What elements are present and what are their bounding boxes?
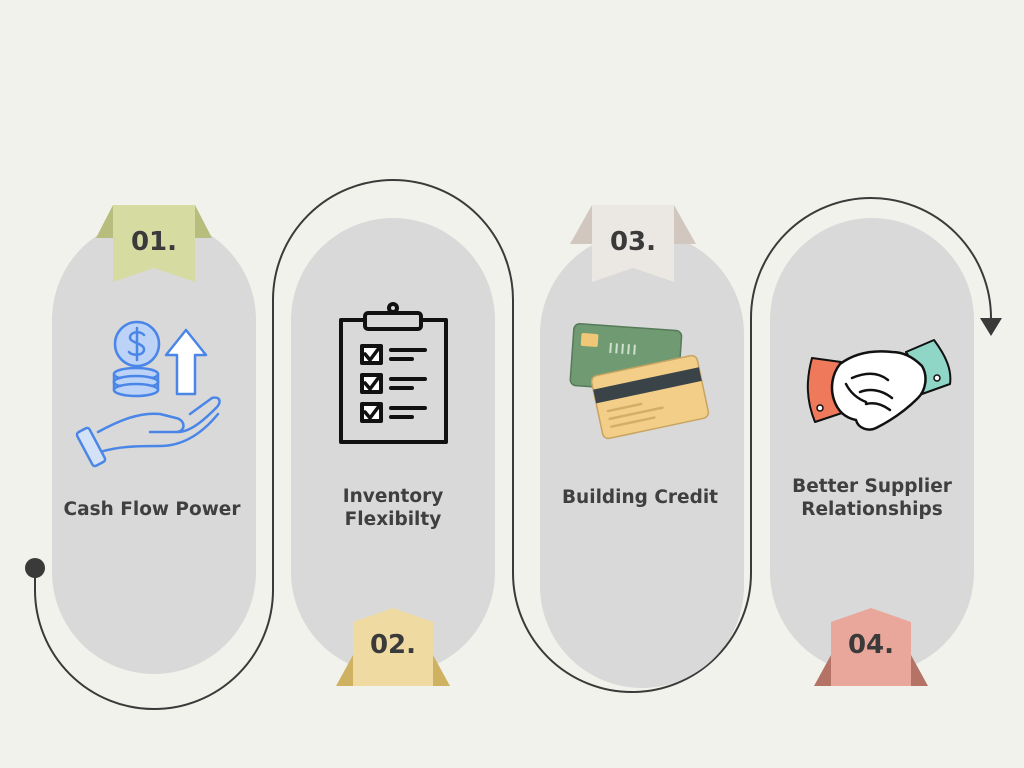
- connector-start-dot: [25, 558, 45, 578]
- step-number-1: 01.: [130, 227, 178, 257]
- clipboard-checklist-icon: [339, 302, 448, 444]
- step-number-3: 03.: [609, 227, 657, 257]
- step-title-3: Building Credit: [561, 487, 719, 508]
- step-pill-4: [770, 218, 974, 674]
- step-pill-2: [291, 218, 495, 674]
- step-badge-2: [336, 608, 450, 686]
- step-badge-1: [96, 205, 212, 282]
- step-title-1: Cash Flow Power: [63, 499, 241, 520]
- credit-cards-icon: [569, 323, 710, 440]
- step-title-2: Inventory Flexibilty: [342, 486, 444, 530]
- step-number-4: 04.: [847, 630, 895, 660]
- step-badge-3: [570, 205, 696, 282]
- step-number-2: 02.: [369, 630, 417, 660]
- step-badge-4: [814, 608, 928, 686]
- connector-arrowhead: [980, 318, 1002, 336]
- step-title-4: Better Supplier Relationships: [792, 476, 952, 520]
- handshake-icon: [806, 339, 952, 431]
- connector-line: [34, 179, 992, 710]
- step-pill-3: [540, 232, 744, 688]
- hand-coins-arrow-icon: [75, 320, 221, 468]
